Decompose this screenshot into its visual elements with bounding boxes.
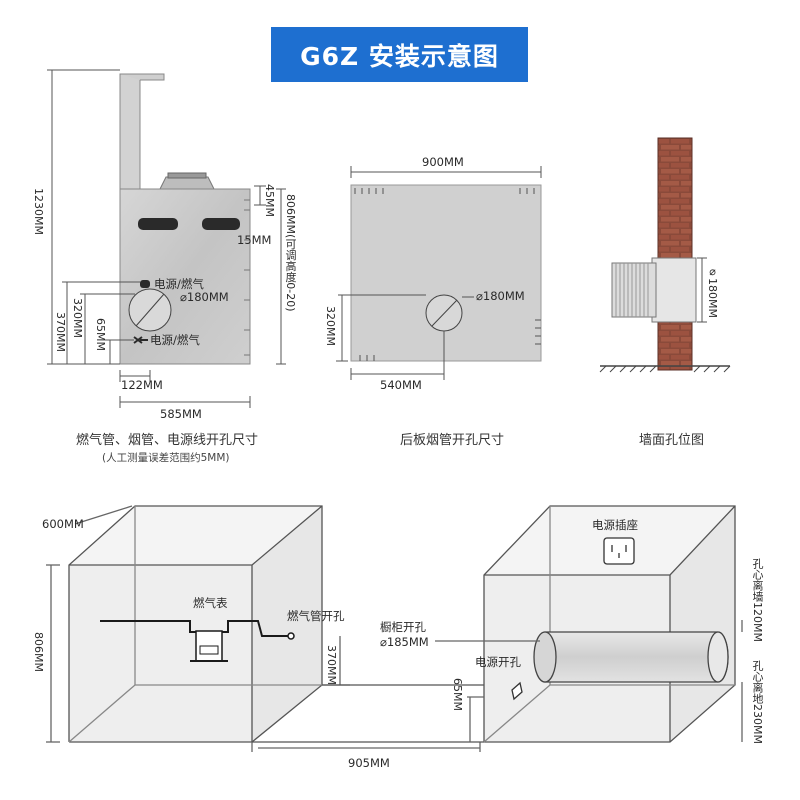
- power-gas-icon-top: [140, 280, 150, 288]
- label-power-hole: 电源开孔: [475, 655, 521, 669]
- socket-icon: [604, 538, 634, 564]
- left-cabinet-box: [69, 506, 322, 742]
- dim-122: 122MM: [121, 378, 163, 392]
- dim-height-total: 1230MM: [32, 188, 45, 235]
- caption-wall-hole: 墙面孔位图: [639, 433, 705, 448]
- dim-540: 540MM: [380, 378, 422, 392]
- label-power-gas-top: 电源/燃气: [154, 277, 204, 291]
- flex-duct: [612, 263, 656, 317]
- dim-back-320: 320MM: [324, 306, 337, 346]
- caption-back-plate: 后板烟管开孔尺寸: [400, 433, 505, 448]
- dim-806-adjust: 806MM(可调高度0-20): [284, 194, 297, 312]
- label-cabinet-hole: 橱柜开孔: [380, 620, 426, 634]
- dim-45: 45MM: [263, 184, 276, 217]
- vent-slot-right: [202, 218, 240, 230]
- dim-bottom-65: 65MM: [451, 678, 464, 711]
- back-plate: [351, 185, 541, 361]
- label-gas-pipe-hole: 燃气管开孔: [287, 609, 345, 623]
- ground-hatch: [600, 366, 730, 372]
- chimney-cap: [120, 74, 164, 80]
- dim-806: 806MM: [32, 632, 45, 672]
- dim-370: 370MM: [54, 312, 67, 352]
- label-cabinet-hole-size: ⌀185MM: [380, 635, 429, 649]
- gas-meter-assembly: [100, 621, 294, 661]
- page-title: G6Z 安装示意图: [271, 27, 528, 82]
- dim-bottom-370: 370MM: [325, 645, 338, 685]
- label-power-gas-bottom: 电源/燃气: [150, 333, 200, 347]
- subcaption-measure-error: (人工测量误差范围约5MM): [102, 452, 230, 464]
- brick-wall: [658, 138, 692, 370]
- label-wall-hole: ⌀180MM: [706, 265, 719, 318]
- flue-pipe: [545, 632, 728, 682]
- chimney-column: [120, 74, 140, 190]
- duct-ribs: [616, 263, 648, 317]
- label-flue-hole: ⌀180MM: [180, 290, 229, 304]
- label-back-plate-hole: ⌀180MM: [476, 289, 525, 303]
- panel-wall-hole: [600, 138, 730, 372]
- wall-sleeve: [652, 258, 696, 322]
- dim-320: 320MM: [71, 298, 84, 338]
- bottom-cabinets: [46, 506, 742, 752]
- power-hole-icon: [512, 683, 522, 699]
- dim-15: 15MM: [237, 233, 272, 247]
- label-distance-from-wall: 孔心离墙120MM: [751, 558, 764, 642]
- label-distance-from-floor: 孔心离地230MM: [751, 660, 764, 744]
- power-gas-icon-bottom: [134, 337, 148, 343]
- dim-900: 900MM: [422, 155, 464, 169]
- back-plate-ruler-ticks: [355, 188, 541, 361]
- caption-side-elevation: 燃气管、烟管、电源线开孔尺寸: [76, 433, 259, 448]
- label-gas-meter: 燃气表: [193, 596, 228, 610]
- vent-slot-left: [138, 218, 178, 230]
- burner-top: [160, 177, 214, 189]
- dim-600: 600MM: [42, 517, 84, 531]
- label-socket: 电源插座: [592, 518, 638, 532]
- dim-905: 905MM: [348, 756, 390, 770]
- panel-side-elevation: [47, 70, 286, 408]
- dim-585: 585MM: [160, 407, 202, 421]
- dim-65: 65MM: [94, 318, 107, 351]
- ruler-ticks-right: [244, 200, 250, 355]
- panel-back-plate: [336, 166, 541, 380]
